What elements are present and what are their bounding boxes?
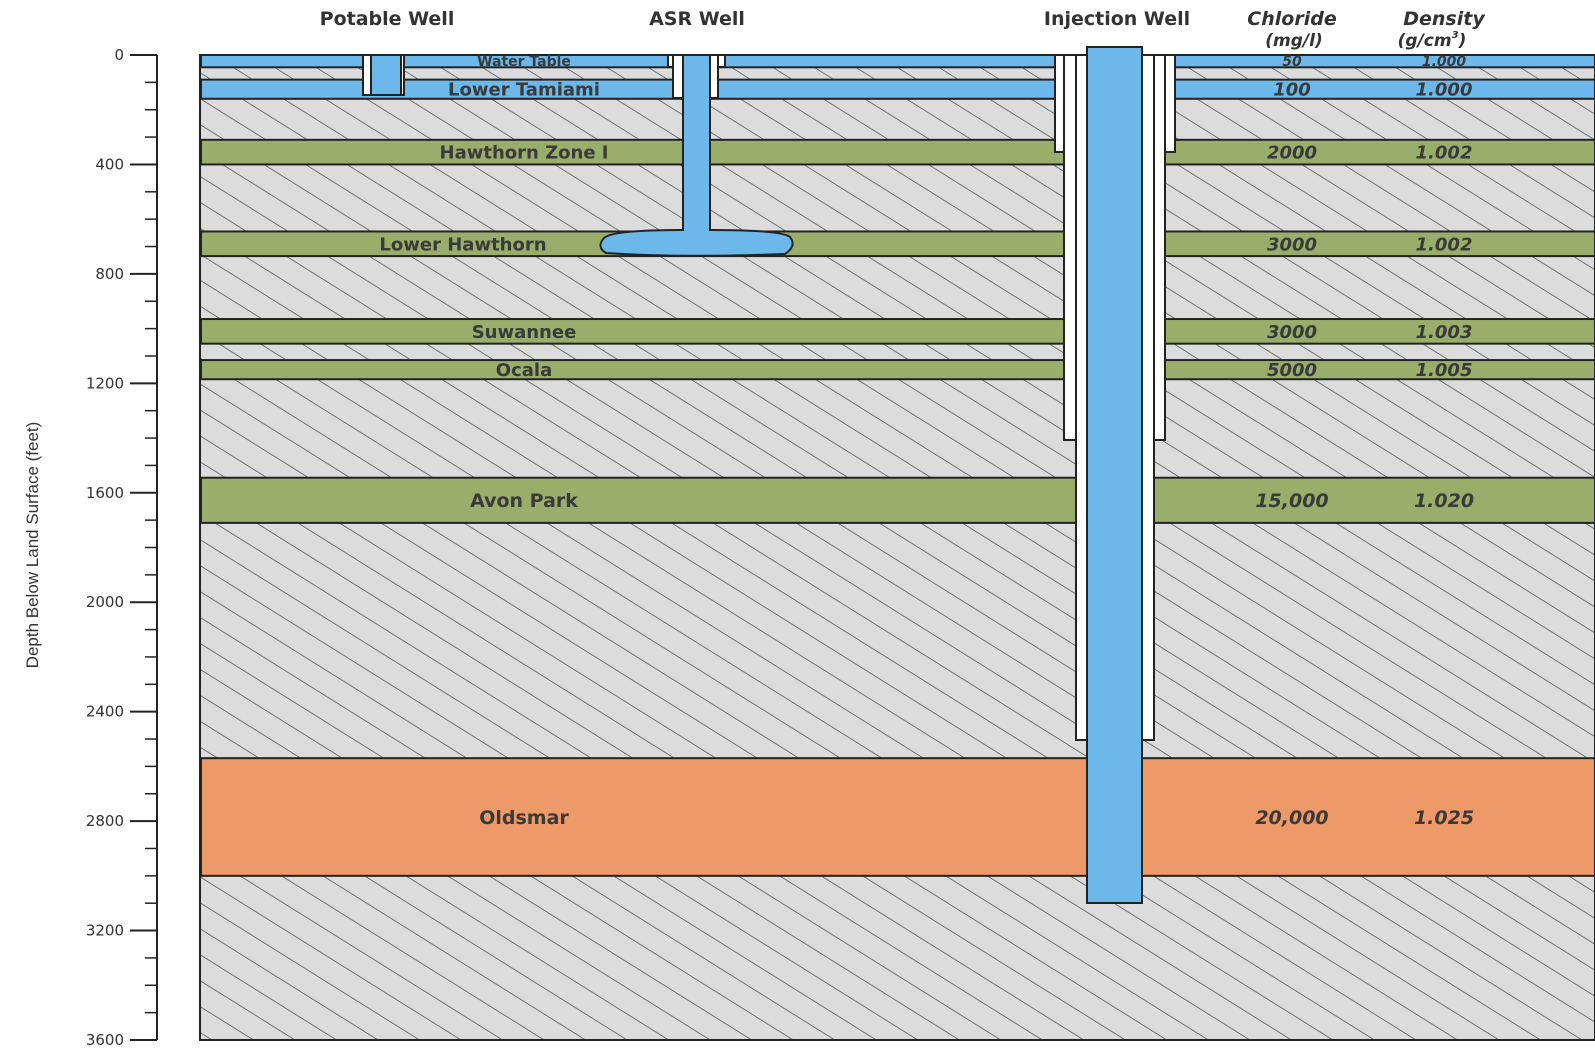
- header-asr-well: ASR Well: [649, 8, 745, 30]
- potable-well: [362, 54, 405, 96]
- tick-label: 1600: [86, 484, 124, 502]
- chloride-value: 5000: [1267, 360, 1317, 381]
- layer-suwannee: [200, 318, 1595, 345]
- wells: [362, 46, 1176, 904]
- y-axis-label: Depth Below Land Surface (feet): [23, 422, 42, 669]
- tick-label: 3600: [86, 1031, 124, 1049]
- chloride-value: 20,000: [1255, 807, 1328, 829]
- injection-well: [1054, 46, 1176, 904]
- layer-avon-park: [200, 476, 1595, 524]
- layer-lower-tamiami: [200, 78, 1595, 100]
- header-chloride-unit: (mg/l): [1265, 31, 1322, 51]
- tick-label: 800: [95, 265, 124, 283]
- depth-axis: Depth Below Land Surface (feet) 0 400 800 1…: [23, 46, 158, 1049]
- chloride-value: 3000: [1267, 322, 1317, 343]
- column-headers: Potable Well ASR Well Injection Well Chl…: [320, 8, 1487, 51]
- layer-lower-hawthorn: [200, 230, 1595, 258]
- density-value: 1.003: [1416, 322, 1473, 343]
- density-value: 1.002: [1416, 234, 1473, 255]
- layer-name: Water Table: [477, 54, 571, 70]
- header-potable-well: Potable Well: [320, 8, 455, 30]
- layer-name: Hawthorn Zone I: [440, 143, 609, 164]
- chloride-value: 15,000: [1255, 490, 1328, 512]
- layer-name: Oldsmar: [479, 807, 569, 829]
- header-injection-well: Injection Well: [1044, 8, 1190, 30]
- tick-label: 2000: [86, 593, 124, 611]
- asr-storage-bubble: [599, 229, 794, 257]
- header-density: Density: [1403, 8, 1486, 30]
- density-value: 1.000: [1416, 80, 1473, 101]
- layer-name: Lower Tamiami: [448, 80, 600, 101]
- asr-well-bore: [682, 54, 711, 233]
- layer-ocala: [200, 359, 1595, 381]
- density-value: 1.025: [1414, 807, 1474, 829]
- chloride-value: 2000: [1267, 143, 1317, 164]
- confining-background: [199, 54, 1595, 1041]
- layer-name: Suwannee: [472, 322, 577, 343]
- density-value: 1.002: [1416, 143, 1473, 164]
- potable-well-bore: [370, 54, 402, 96]
- layer-oldsmar: [200, 757, 1595, 877]
- header-density-unit: (g/cm3): [1398, 30, 1467, 51]
- tick-label: 0: [114, 46, 124, 64]
- tick-label: 400: [95, 155, 124, 173]
- tick-label: 1200: [86, 374, 124, 392]
- header-chloride: Chloride: [1247, 8, 1337, 30]
- tick-label: 2400: [86, 703, 124, 721]
- tick-label: 2800: [86, 812, 124, 830]
- formation-section: [199, 54, 1595, 1041]
- chloride-value: 100: [1273, 80, 1311, 101]
- chloride-value: 50: [1282, 54, 1302, 70]
- asr-well-bore-cap: [684, 228, 709, 234]
- asr-well: [599, 54, 794, 257]
- layer-name: Lower Hawthorn: [379, 234, 546, 255]
- layer-water-table: [200, 54, 1595, 69]
- density-value: 1.005: [1416, 360, 1473, 381]
- tick-label: 3200: [86, 922, 124, 940]
- injection-well-bore: [1086, 46, 1143, 904]
- layer-name: Avon Park: [470, 490, 578, 512]
- layer-hawthorn-zone-i: [200, 138, 1595, 166]
- density-value: 1.020: [1414, 490, 1474, 512]
- layer-name: Ocala: [496, 360, 552, 381]
- density-value: 1.000: [1422, 54, 1467, 70]
- chloride-value: 3000: [1267, 234, 1317, 255]
